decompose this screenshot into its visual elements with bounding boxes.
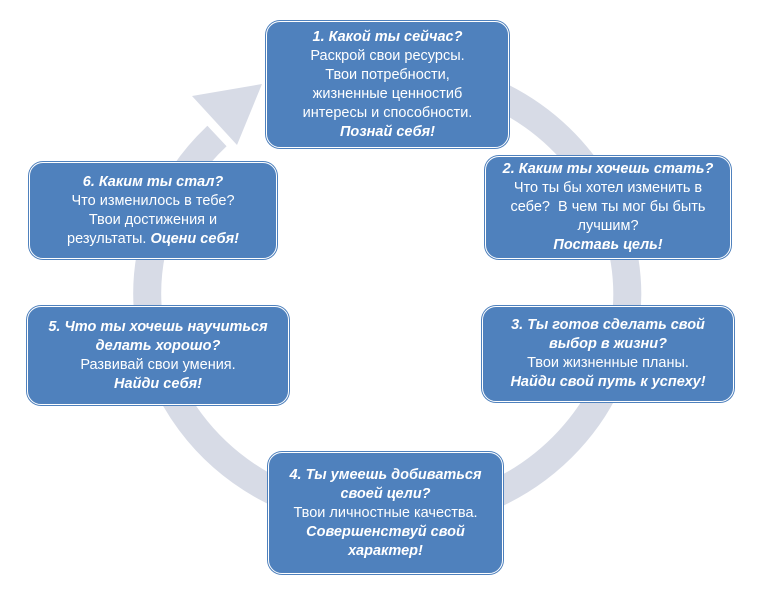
step-1-box: 1. Какой ты сейчас? Раскрой свои ресурсы…: [266, 21, 509, 148]
step-1-line-2: Твои потребности,: [325, 66, 450, 83]
step-1-line-4: интересы и способности.: [302, 104, 473, 121]
step-1-line-1: Раскрой свои ресурсы.: [310, 47, 465, 64]
step-3-motto: Найди свой путь к успеху!: [510, 374, 706, 390]
cycle-arrow-head: [192, 84, 262, 145]
step-4-heading-2: своей цели?: [340, 485, 431, 502]
step-6-line-3-row: результаты. Оцени себя!: [67, 230, 239, 249]
step-6-heading: 6. Каким ты стал?: [82, 173, 224, 190]
step-1-heading: 1. Какой ты сейчас?: [312, 28, 463, 45]
step-3-heading-2: выбор в жизни?: [548, 336, 668, 352]
step-4-box: 4. Ты умеешь добиваться своей цели? Твои…: [268, 452, 503, 574]
step-5-box: 5. Что ты хочешь научиться делать хорошо…: [27, 306, 289, 405]
step-4-line-1: Твои личностные качества.: [293, 504, 478, 521]
step-2-heading: 2. Каким ты хочешь стать?: [502, 161, 714, 177]
step-1-line-3: жизненные ценностиб: [312, 85, 463, 102]
step-4-motto-2: характер!: [348, 542, 423, 559]
step-4-heading-1: 4. Ты умеешь добиваться: [289, 466, 482, 483]
step-5-heading-2: делать хорошо?: [95, 337, 221, 354]
step-5-motto: Найди себя!: [114, 375, 202, 392]
step-3-heading-1: 3. Ты готов сделать свой: [511, 317, 705, 333]
step-6-line-3: результаты.: [67, 230, 147, 247]
step-6-motto: Оцени себя!: [150, 230, 239, 247]
step-2-line-3: лучшим?: [577, 218, 639, 234]
step-1-motto: Познай себя!: [339, 123, 436, 140]
step-2-motto: Поставь цель!: [553, 237, 663, 253]
step-3-box: 3. Ты готов сделать свой выбор в жизни? …: [482, 306, 734, 402]
step-2-box: 2. Каким ты хочешь стать? Что ты бы хоте…: [485, 156, 731, 259]
step-6-box: 6. Каким ты стал? Что изменилось в тебе?…: [29, 162, 277, 259]
step-2-line-2: себе? В чем ты мог бы быть: [510, 199, 706, 215]
step-2-line-1: Что ты бы хотел изменить в: [513, 180, 703, 196]
step-4-motto-1: Совершенствуй свой: [306, 523, 465, 540]
step-6-line-2: Твои достижения и: [88, 211, 218, 228]
step-6-line-1: Что изменилось в тебе?: [71, 192, 235, 209]
step-5-line-1: Развивай свои умения.: [80, 356, 236, 373]
step-5-heading-1: 5. Что ты хочешь научиться: [48, 318, 268, 335]
step-3-line-1: Твои жизненные планы.: [527, 355, 689, 371]
